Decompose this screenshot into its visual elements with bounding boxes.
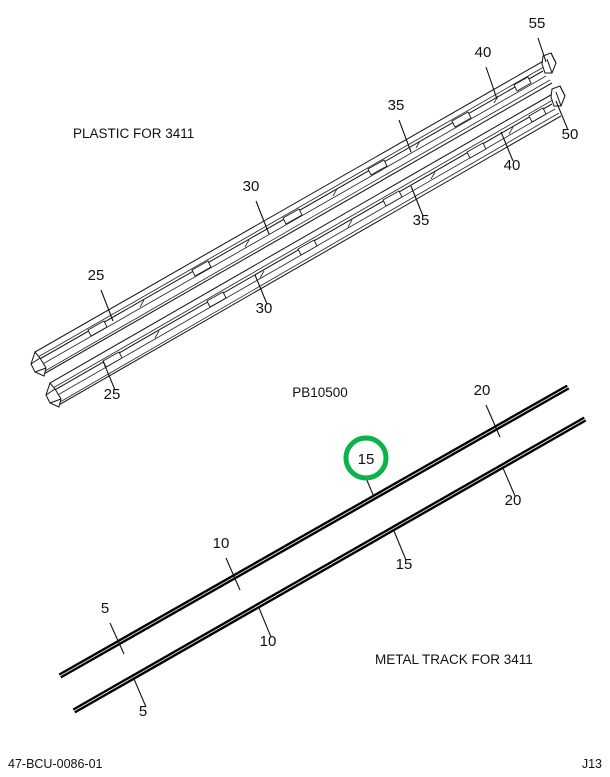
plastic-rail-upper [30,52,557,377]
plastic-rail-lower-ribs [154,126,514,339]
caption-metal: METAL TRACK FOR 3411 [375,652,533,667]
footer-drawing-number: 47-BCU-0086-01 [8,757,103,771]
caption-assembly-code: PB10500 [292,385,348,400]
callout-40-upper[interactable]: 40 [475,44,492,61]
plastic-rail-lower [45,85,566,408]
callout-25-upper[interactable]: 25 [88,267,105,284]
highlighted-callout-15[interactable]: 15 [343,435,389,481]
callout-20-upper[interactable]: 20 [474,382,491,399]
callout-35-lower[interactable]: 35 [413,212,430,229]
callout-5-upper[interactable]: 5 [101,600,109,617]
callout-50[interactable]: 50 [562,126,579,143]
callout-30-upper[interactable]: 30 [243,178,260,195]
callout-30-lower[interactable]: 30 [256,300,273,317]
plastic-rail-lower-tabs [102,107,547,368]
callout-10-lower[interactable]: 10 [260,633,277,650]
leader-lines [100,37,569,708]
callout-55[interactable]: 55 [529,15,546,32]
callout-10-upper[interactable]: 10 [213,535,230,552]
callout-25-lower[interactable]: 25 [104,386,121,403]
highlight-callout-label[interactable]: 15 [358,451,375,468]
callout-15-lower[interactable]: 15 [396,556,413,573]
callout-numbers: 55 40 35 50 40 30 35 25 30 25 20 20 10 1… [88,15,579,720]
caption-plastic: PLASTIC FOR 3411 [73,126,194,141]
plastic-rail-upper-ribs [139,95,499,308]
footer-page-code: J13 [582,757,602,771]
callout-20-lower[interactable]: 20 [505,492,522,509]
plastic-rail-upper-tabs [87,76,532,337]
callout-40-lower[interactable]: 40 [504,157,521,174]
highlight-ring-icon [343,435,389,481]
callout-35-upper[interactable]: 35 [388,97,405,114]
metal-track-upper [58,384,570,679]
callout-5-lower[interactable]: 5 [139,703,147,720]
metal-track-lower [72,416,587,714]
